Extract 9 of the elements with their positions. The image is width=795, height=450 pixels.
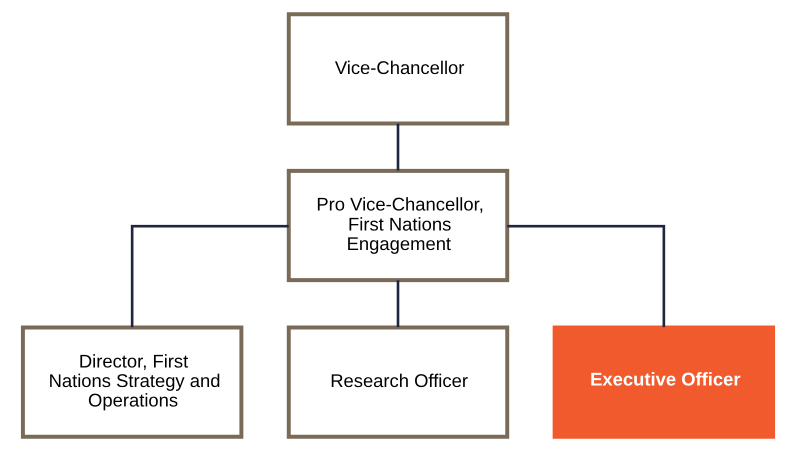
connector (130, 224, 288, 327)
node-box: Executive Officer (552, 325, 775, 438)
node-box: Director, First Nations Strategy and Operations (20, 325, 243, 438)
connector (506, 224, 665, 327)
node-box: Pro Vice-Chancellor, First Nations Engagement (286, 168, 509, 282)
node-box: Research Officer (286, 325, 509, 438)
connector (396, 123, 399, 170)
node-box: Vice-Chancellor (286, 12, 509, 125)
connector (396, 280, 399, 327)
